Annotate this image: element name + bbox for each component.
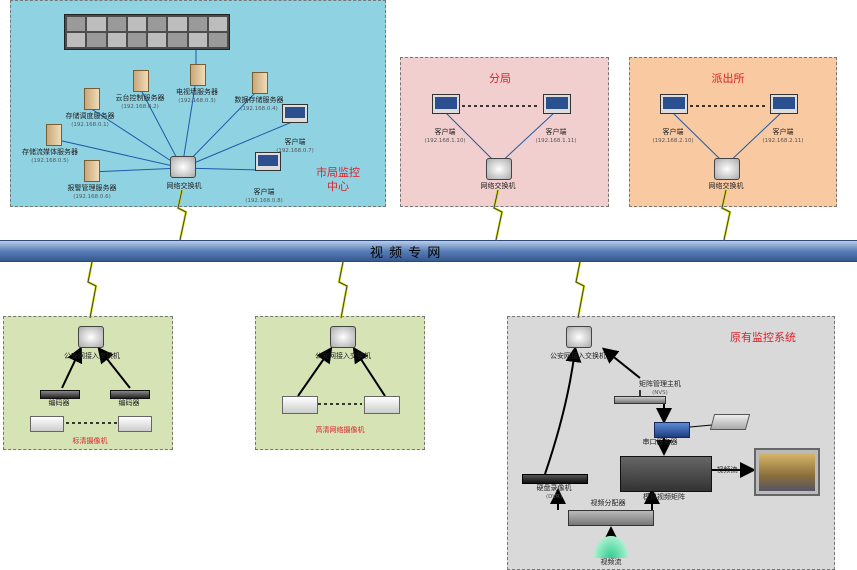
client-pc-icon (770, 94, 798, 114)
video-matrix-icon (620, 456, 712, 492)
network-switch-icon (486, 158, 512, 180)
serial-server-icon (654, 422, 690, 438)
video-wall-icon (64, 14, 230, 50)
client-pc-icon (432, 94, 460, 114)
network-switch-icon (170, 156, 196, 178)
server-icon (252, 72, 268, 94)
controller-icon (614, 396, 666, 404)
network-switch-icon (714, 158, 740, 180)
network-switch-icon (78, 326, 104, 348)
switch-label: 网络交换机 (166, 182, 202, 190)
video-out-label: 视频流 (716, 466, 738, 474)
center-title: 市局监控中心 (316, 166, 360, 193)
client-label: 客户端(192.168.0.7) (276, 138, 314, 154)
server-icon (84, 88, 100, 110)
server-icon (46, 124, 62, 146)
legacy-title: 原有监控系统 (730, 331, 796, 344)
client-label: 客户端(192.168.2.10) (652, 128, 694, 144)
server-icon (133, 70, 149, 92)
camera-icon (282, 396, 318, 414)
video-matrix-label: 模拟视频矩阵 (643, 493, 685, 501)
encoder-icon (110, 390, 150, 399)
branch-title: 分局 (489, 72, 511, 85)
server-label: 数据存储服务器(192.168.0.4) (234, 96, 284, 112)
camera-icon (364, 396, 400, 414)
server-label: 报警管理服务器(192.168.0.6) (67, 184, 117, 200)
client-label: 客户端(192.168.1.10) (424, 128, 466, 144)
encoder-label: 编码器 (48, 399, 70, 407)
server-icon (190, 64, 206, 86)
network-switch-icon (330, 326, 356, 348)
dvr-label: 硬盘录像机(DVR) (536, 484, 572, 500)
encoder-icon (40, 390, 80, 399)
switch-label: 网络交换机 (708, 182, 744, 190)
video-source-icon (594, 536, 628, 558)
monitor-icon (754, 448, 820, 496)
switch-label: 网络交换机 (480, 182, 516, 190)
client-pc-icon (543, 94, 571, 114)
keyboard-icon (709, 414, 751, 430)
splitter-label: 视频分配器 (590, 499, 626, 507)
client-label: 客户端(192.168.1.11) (535, 128, 577, 144)
station-zone (629, 57, 837, 207)
client-pc-icon (255, 152, 281, 171)
client-label: 客户端(192.168.0.8) (245, 188, 283, 204)
backbone-label: 视 频 专 网 (370, 246, 442, 261)
network-switch-icon (566, 326, 592, 348)
client-pc-icon (660, 94, 688, 114)
server-label: 存储流媒体服务器(192.168.0.5) (22, 148, 78, 164)
camera-icon (118, 416, 152, 432)
switch-label: 公安网接入交换机 (315, 352, 371, 360)
server-label: 存储调度服务器(192.168.0.1) (65, 112, 115, 128)
hd-camera-label: 标清摄像机 (72, 437, 108, 445)
video-network-backbone (0, 240, 857, 262)
serial-server-label: 串口服务器 (642, 438, 678, 446)
ip-camera-label: 高清网络摄像机 (315, 426, 365, 434)
client-pc-icon (282, 104, 308, 123)
dvr-icon (522, 474, 588, 484)
branch-zone (400, 57, 609, 207)
client-label: 客户端(192.168.2.11) (762, 128, 804, 144)
server-label: 电视墙服务器(192.168.0.3) (176, 88, 218, 104)
switch-label: 公安网接入交换机 (550, 352, 606, 360)
camera-icon (30, 416, 64, 432)
encoder-label: 编码器 (118, 399, 140, 407)
switch-label: 公安网接入交换机 (64, 352, 120, 360)
server-label: 云台控制服务器(192.168.0.2) (115, 94, 165, 110)
video-in-label: 视频流 (600, 558, 622, 566)
splitter-icon (568, 510, 654, 526)
controller-label: 矩阵管理主机(NVS) (639, 380, 681, 396)
server-icon (84, 160, 100, 182)
station-title: 派出所 (711, 72, 745, 85)
